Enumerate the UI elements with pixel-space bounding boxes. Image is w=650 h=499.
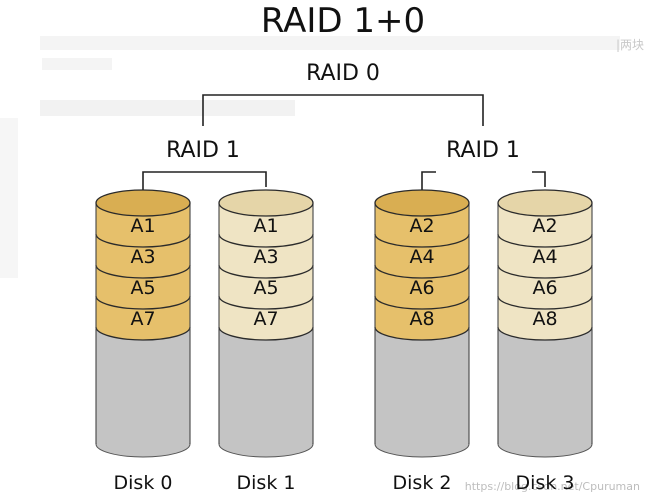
disk-block-edge bbox=[95, 264, 191, 279]
raid1-right-label: RAID 1 bbox=[446, 138, 520, 163]
disk-name-label: Disk 3 bbox=[516, 472, 575, 494]
block-label: A8 bbox=[409, 308, 434, 330]
connector-lines bbox=[142, 94, 546, 203]
block-label: A3 bbox=[253, 246, 278, 268]
disk-block-edge bbox=[497, 295, 593, 310]
disk-top-cap bbox=[374, 189, 470, 217]
block-label: A8 bbox=[532, 308, 557, 330]
disk-top-cap bbox=[497, 189, 593, 217]
background-side-tag: |两块 bbox=[615, 38, 644, 52]
disk-block-edge bbox=[95, 295, 191, 310]
block-label: A2 bbox=[409, 215, 434, 237]
disk-name-label: Disk 1 bbox=[237, 472, 296, 494]
background-panel-edge bbox=[0, 118, 18, 278]
block-label: A4 bbox=[409, 246, 434, 268]
block-label: A1 bbox=[130, 215, 155, 237]
disk-top-cap bbox=[218, 189, 314, 217]
disk-block-edge bbox=[374, 295, 470, 310]
disk-block-edge bbox=[95, 326, 191, 341]
raid0-bracket bbox=[202, 94, 484, 126]
disk-block-edge bbox=[374, 264, 470, 279]
disk-block-edge bbox=[497, 233, 593, 248]
disk-block-edge bbox=[95, 233, 191, 248]
block-label: A6 bbox=[532, 277, 557, 299]
disk-block-edge bbox=[218, 264, 314, 279]
raid0-label: RAID 0 bbox=[306, 61, 380, 86]
block-label: A2 bbox=[532, 215, 557, 237]
disk-top-cap bbox=[95, 189, 191, 217]
block-label: A4 bbox=[532, 246, 557, 268]
disk-block-edge bbox=[218, 233, 314, 248]
background-text-line bbox=[42, 58, 112, 70]
watermark: https://blog.csdn.net/Cpuruman bbox=[464, 480, 640, 493]
disk-block-edge bbox=[218, 295, 314, 310]
block-label: A6 bbox=[409, 277, 434, 299]
disk-block-edge bbox=[497, 264, 593, 279]
block-label: A1 bbox=[253, 215, 278, 237]
disk-block-edge bbox=[218, 326, 314, 341]
block-label: A5 bbox=[130, 277, 155, 299]
raid1-left-label: RAID 1 bbox=[166, 138, 240, 163]
disk-name-label: Disk 0 bbox=[114, 472, 173, 494]
disk-block-edge bbox=[374, 326, 470, 341]
disk-block-edge bbox=[497, 326, 593, 341]
background-heading bbox=[40, 100, 295, 116]
diagram-title: RAID 1+0 bbox=[261, 1, 425, 41]
background-text-line bbox=[40, 36, 620, 50]
block-label: A5 bbox=[253, 277, 278, 299]
block-label: A7 bbox=[130, 308, 155, 330]
disk-block-edge bbox=[374, 233, 470, 248]
block-label: A7 bbox=[253, 308, 278, 330]
raid1-left-bracket bbox=[142, 171, 267, 203]
block-label: A3 bbox=[130, 246, 155, 268]
disk-name-label: Disk 2 bbox=[393, 472, 452, 494]
